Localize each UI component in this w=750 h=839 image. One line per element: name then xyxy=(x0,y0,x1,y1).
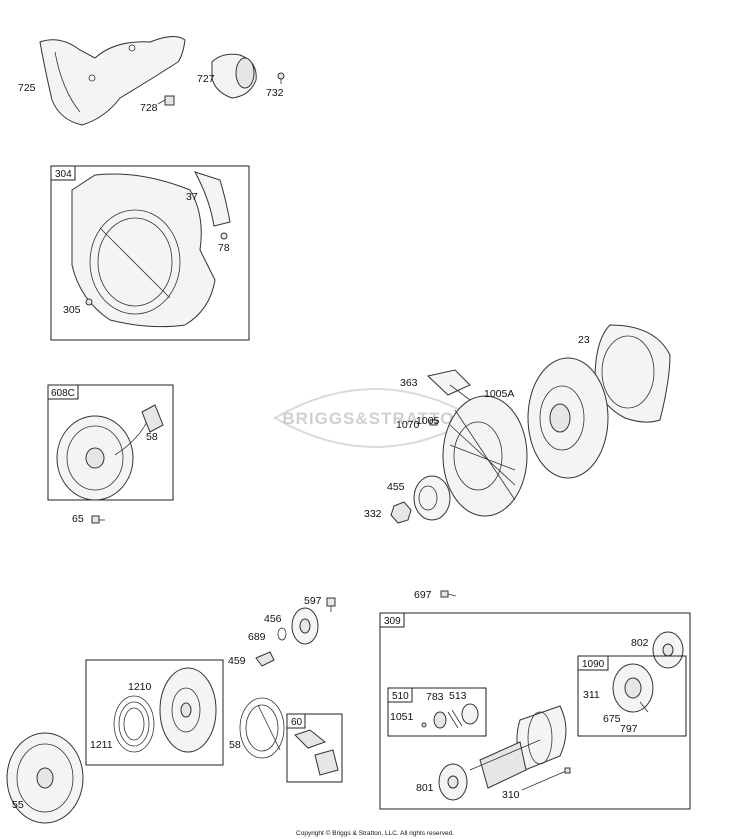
box-304-blower-housing xyxy=(50,165,250,341)
part-55-starter-housing-illustration xyxy=(6,732,84,824)
label-727: 727 xyxy=(197,73,215,85)
label-513: 513 xyxy=(449,690,467,702)
label-802: 802 xyxy=(631,637,649,649)
box-60-tag xyxy=(286,713,306,729)
part-1090-brush-holder-illustration xyxy=(612,663,654,713)
box-608c-tag xyxy=(47,384,79,400)
part-456-pawl-plate-illustration xyxy=(291,607,319,645)
label-1070: 1070 xyxy=(396,419,420,431)
part-1070-key-illustration xyxy=(429,419,438,426)
label-78: 78 xyxy=(218,242,230,254)
part-1211-spring-illustration xyxy=(113,695,155,753)
label-55: 55 xyxy=(12,799,24,811)
box-pulley-spring xyxy=(85,659,224,766)
part-689-retainer-illustration xyxy=(277,627,287,641)
label-725: 725 xyxy=(18,82,36,94)
label-363: 363 xyxy=(400,377,418,389)
label-697: 697 xyxy=(414,589,432,601)
box-309-starter-motor xyxy=(379,612,691,810)
label-728: 728 xyxy=(140,102,158,114)
part-310-bolt-illustration xyxy=(521,767,571,791)
label-456: 456 xyxy=(264,613,282,625)
label-1211: 1211 xyxy=(90,739,113,751)
label-332: 332 xyxy=(364,508,382,520)
box-608c-rewind-starter xyxy=(47,384,174,501)
part-1005-fan-illustration xyxy=(442,395,528,517)
label-65: 65 xyxy=(72,513,84,525)
box-510-tag xyxy=(387,687,413,703)
part-510-drive-illustration xyxy=(421,703,479,729)
box-608c-label: 608C xyxy=(51,388,75,399)
label-1210: 1210 xyxy=(128,681,152,693)
box-60-handle xyxy=(286,713,343,783)
label-675: 675 xyxy=(603,713,621,725)
part-802-end-cap-illustration xyxy=(652,631,684,669)
watermark-text: BRIGGS&STRATTON xyxy=(282,409,467,428)
label-1005: 1005 xyxy=(416,415,440,427)
box-304-label: 304 xyxy=(55,169,72,180)
label-689: 689 xyxy=(248,631,266,643)
part-65-screw-illustration xyxy=(91,515,105,524)
box-1090-brush-kit xyxy=(577,655,687,737)
box-304-tag xyxy=(50,165,76,181)
part-1005a-fan-illustration xyxy=(527,357,609,479)
label-310: 310 xyxy=(502,789,520,801)
box-1090-label: 1090 xyxy=(582,659,605,670)
part-58-rope-illustration xyxy=(239,697,285,759)
part-597-screw-illustration xyxy=(326,597,336,612)
part-455-sleeve-illustration xyxy=(413,475,451,521)
label-801: 801 xyxy=(416,782,434,794)
label-597: 597 xyxy=(304,595,322,607)
part-728-bolt-illustration xyxy=(157,95,175,106)
box-309-tag xyxy=(379,612,405,628)
part-305-screw-illustration xyxy=(85,298,93,306)
copyright-notice: Copyright © Briggs & Stratton, LLC. All … xyxy=(296,829,454,837)
label-305: 305 xyxy=(63,304,81,316)
label-455: 455 xyxy=(387,481,405,493)
part-1210-pulley-illustration xyxy=(159,667,217,753)
part-332-nut-illustration xyxy=(390,501,412,524)
box-60-label: 60 xyxy=(291,717,303,728)
label-58-rope: 58 xyxy=(229,739,241,751)
label-732: 732 xyxy=(266,87,284,99)
part-309-housing-illustration xyxy=(516,705,567,771)
part-459-pawl-illustration xyxy=(255,651,275,667)
part-60-handle-illustration xyxy=(294,729,339,776)
part-608c-starter-illustration xyxy=(56,404,164,501)
label-459: 459 xyxy=(228,655,246,667)
part-697-screw-illustration xyxy=(440,590,457,598)
label-23: 23 xyxy=(578,334,590,346)
part-309-armature-illustration xyxy=(469,739,541,789)
part-363-clutch-illustration xyxy=(426,369,471,401)
label-797: 797 xyxy=(620,723,638,735)
part-727-cover-illustration xyxy=(211,53,257,99)
box-1090-tag xyxy=(577,655,609,671)
part-304-housing-illustration xyxy=(71,173,216,328)
box-510-label: 510 xyxy=(392,691,409,702)
label-37: 37 xyxy=(186,191,198,203)
part-725-shroud-illustration xyxy=(39,36,186,126)
part-801-end-cap-illustration xyxy=(438,763,468,801)
label-58-starter: 58 xyxy=(146,431,158,443)
label-1005a: 1005A xyxy=(484,388,514,400)
box-309-label: 309 xyxy=(384,616,401,627)
part-732-screw-illustration xyxy=(277,72,285,84)
label-311: 311 xyxy=(583,689,600,701)
label-1051: 1051 xyxy=(390,711,414,723)
part-37-plate-illustration xyxy=(193,171,231,227)
box-510-drive-kit xyxy=(387,687,487,737)
part-78-screw-illustration xyxy=(220,232,228,240)
label-783: 783 xyxy=(426,691,444,703)
